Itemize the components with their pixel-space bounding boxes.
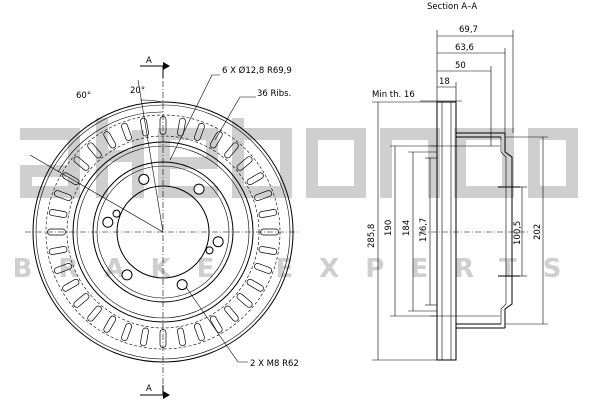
dim-hat-diameter: 202 bbox=[533, 224, 543, 240]
ventilation-slot bbox=[140, 327, 149, 347]
bolt-hole bbox=[138, 173, 150, 185]
threaded-holes bbox=[112, 209, 214, 255]
ventilation-slot bbox=[73, 156, 90, 171]
threaded-hole bbox=[112, 209, 121, 218]
section-mark-bottom: A bbox=[146, 384, 152, 394]
ventilation-slot bbox=[246, 278, 264, 292]
ventilation-slot bbox=[224, 305, 239, 322]
dim-center-bore: 100,5 bbox=[513, 221, 523, 245]
leader-threads bbox=[185, 286, 248, 363]
front-view: A A 60° 20° 6 X Ø12,8 R69,9 36 Ribs. 2 X… bbox=[25, 56, 300, 399]
ventilation-slot bbox=[103, 315, 117, 333]
bolt-hole bbox=[193, 183, 205, 195]
brake-experts-tagline: BRAKE EXPERTS bbox=[13, 254, 588, 284]
bolt-hole bbox=[212, 236, 224, 248]
centerline-20 bbox=[137, 79, 164, 233]
leader-ribs bbox=[214, 96, 256, 141]
ventilation-slot bbox=[224, 142, 239, 159]
leader-holes bbox=[169, 74, 220, 161]
bolt-holes bbox=[102, 173, 224, 291]
dim-18: 18 bbox=[439, 77, 450, 87]
section-profile bbox=[430, 101, 520, 361]
akebono-logo-watermark bbox=[20, 118, 578, 198]
right-vertical-dimensions bbox=[505, 136, 548, 325]
dim-overall-width: 69,7 bbox=[459, 25, 478, 35]
dim-hat-depth: 63,6 bbox=[455, 43, 474, 53]
ventilation-slot bbox=[194, 323, 205, 342]
section-arrow-top-head bbox=[163, 62, 170, 70]
ventilation-slot bbox=[53, 263, 72, 274]
top-dimensions bbox=[436, 30, 514, 146]
angle-60-label: 60° bbox=[76, 91, 91, 101]
ventilation-slot bbox=[48, 209, 68, 218]
left-vertical-dimensions bbox=[372, 101, 437, 361]
ventilation-slot bbox=[62, 278, 80, 292]
ventilation-slot bbox=[103, 131, 117, 149]
callout-threads: 2 X M8 R62 bbox=[250, 359, 299, 369]
threaded-hole bbox=[205, 246, 214, 255]
ventilation-slot bbox=[209, 131, 223, 149]
section-view: Section A–A bbox=[367, 2, 548, 361]
dim-50: 50 bbox=[455, 61, 466, 71]
min-thickness: Min th. 16 bbox=[372, 90, 415, 100]
ventilation-slot bbox=[121, 323, 132, 342]
ventilation-slot bbox=[73, 293, 90, 308]
bolt-hole bbox=[176, 279, 188, 291]
ventilation-slot bbox=[177, 117, 186, 137]
section-title: Section A–A bbox=[427, 2, 477, 12]
callout-ribs: 36 Ribs. bbox=[257, 89, 291, 99]
angle-arc-60 bbox=[57, 111, 164, 173]
ventilation-slot bbox=[254, 190, 273, 201]
section-arrow-bottom-head bbox=[163, 391, 170, 399]
ventilation-slot bbox=[194, 122, 205, 141]
ventilation-slot bbox=[121, 122, 132, 141]
ventilation-slot bbox=[236, 156, 253, 171]
ventilation-slot bbox=[53, 190, 72, 201]
section-mark-top: A bbox=[146, 56, 152, 66]
ventilation-slot bbox=[236, 293, 253, 308]
ventilation-slot bbox=[246, 172, 264, 186]
ventilation-slot bbox=[258, 209, 278, 218]
angle-20-label: 20° bbox=[130, 86, 145, 96]
ventilation-slot bbox=[254, 263, 273, 274]
ventilation-slot bbox=[258, 246, 278, 255]
bolt-hole bbox=[102, 216, 114, 228]
ventilation-slot bbox=[177, 327, 186, 347]
ventilation-slot bbox=[140, 117, 149, 137]
dim-190: 190 bbox=[384, 220, 394, 236]
dim-outer-diameter: 285,8 bbox=[367, 224, 377, 248]
callout-holes: 6 X Ø12,8 R69,9 bbox=[222, 65, 292, 76]
dim-176-7: 176,7 bbox=[419, 218, 429, 242]
angle-arc-20 bbox=[139, 99, 164, 103]
ventilation-slot bbox=[48, 246, 68, 255]
bolt-hole bbox=[121, 269, 133, 281]
dim-184: 184 bbox=[402, 220, 412, 236]
centerline-60 bbox=[29, 154, 164, 233]
ventilation-slot bbox=[87, 142, 102, 159]
ventilation-slot bbox=[209, 315, 223, 333]
ventilation-slot bbox=[87, 305, 102, 322]
